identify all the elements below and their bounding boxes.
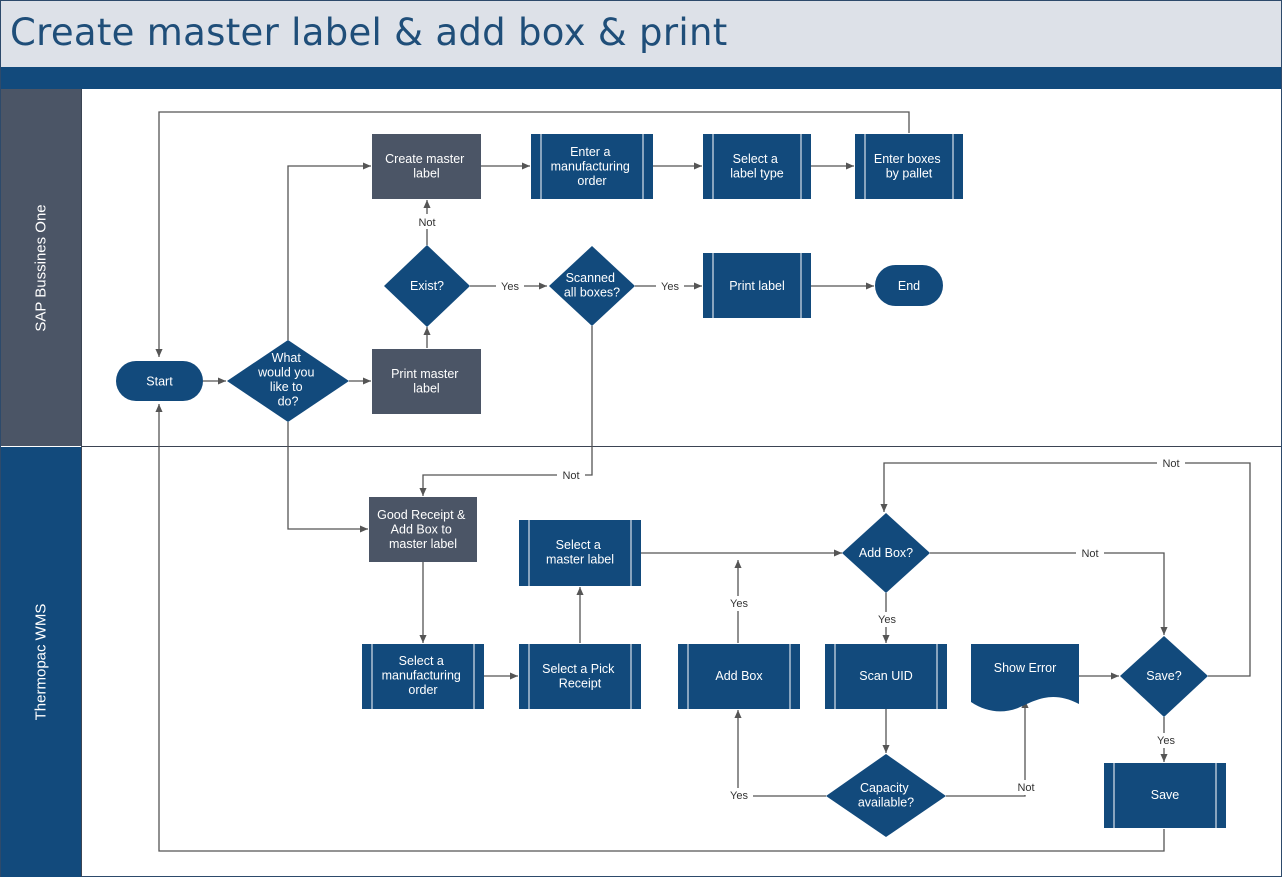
svg-text:What would you lik: What would you like to do? — [257, 351, 318, 409]
edge-capacity-addbox — [734, 710, 826, 797]
node-scanned-all-boxes-decision: Scanned all boxes? — [549, 246, 635, 326]
node-capacity-decision: Capacity available? — [826, 754, 946, 837]
svg-text:Select a label type: Select a label type — [730, 152, 784, 181]
lane-header-wms: Thermopac WMS — [1, 447, 81, 877]
edge-capacity-showerror — [946, 700, 1029, 797]
node-select-manufacturing-order: Select a manufacturing order — [362, 644, 484, 709]
svg-text:Print label: Print label — [729, 279, 785, 293]
edge-whatdo-goodreceipt — [287, 422, 368, 533]
edge-labels: Not Yes Yes Not Not Not Yes Yes Yes Yes … — [413, 214, 1185, 803]
node-enter-boxes-by-pallet: Enter boxes by pallet — [855, 134, 963, 199]
lane-divider — [81, 446, 1281, 447]
node-scan-uid: Scan UID — [825, 644, 947, 709]
svg-text:Enter a manufacturing: Enter a manufacturing order — [551, 145, 634, 188]
svg-text:Select a Pick Receipt: Select a Pick Receipt — [542, 662, 618, 691]
edge-label-yes-select-master: Yes — [730, 598, 748, 610]
node-good-receipt-add-box: Good Receipt & Add Box to master label — [369, 497, 477, 562]
lane-border — [81, 89, 82, 877]
node-enter-manufacturing-order: Enter a manufacturing order — [531, 134, 653, 199]
node-select-pick-receipt: Select a Pick Receipt — [519, 644, 641, 709]
node-add-box-decision: Add Box? — [842, 513, 930, 593]
node-add-box: Add Box — [678, 644, 800, 709]
edge-label-not-add-box: Not — [1081, 548, 1098, 560]
title-bar: Create master label & add box & print — [1, 1, 1281, 67]
svg-text:Show Error: Show Error — [994, 661, 1057, 675]
edge-saveq-addboxq — [880, 462, 1251, 677]
edge-label-not-scanned: Not — [562, 470, 579, 482]
edge-label-yes-capacity: Yes — [730, 790, 748, 802]
node-print-master-label: Print master label — [372, 349, 481, 414]
svg-text:Capacity available?: Capacity available? — [858, 781, 914, 810]
node-exist-decision: Exist? — [384, 245, 470, 327]
node-what-would-you-like-to-do: What would you like to do? — [227, 340, 349, 422]
svg-text:Exist?: Exist? — [410, 279, 444, 293]
edge-scanned-goodreceipt — [419, 326, 593, 496]
svg-text:Add Box?: Add Box? — [859, 546, 913, 560]
node-save-decision: Save? — [1120, 636, 1208, 717]
svg-text:Select a manufacturing: Select a manufacturing order — [382, 654, 465, 697]
edge-label-yes-save: Yes — [1157, 735, 1175, 747]
svg-text:Save?: Save? — [1146, 669, 1181, 683]
edge-label-yes-exist: Yes — [501, 281, 519, 293]
svg-text:Save: Save — [1151, 788, 1180, 802]
title-strip — [1, 67, 1281, 89]
edge-label-not-exist: Not — [418, 217, 435, 229]
edge-enterboxes-start — [155, 111, 910, 357]
svg-text:Print master label: Print master label — [391, 367, 462, 396]
svg-text:Scanned all boxes?: Scanned all boxes? — [564, 271, 620, 300]
edge-label-not-capacity: Not — [1017, 782, 1034, 794]
node-print-label: Print label — [703, 253, 811, 318]
svg-text:End: End — [898, 279, 920, 293]
svg-text:Enter boxes by pallet: Enter boxes by pallet — [874, 152, 944, 181]
svg-text:Scan UID: Scan UID — [859, 669, 913, 683]
edge-label-yes-add-box: Yes — [878, 614, 896, 626]
edge-addboxq-saveq — [930, 552, 1168, 635]
lane-header-sap: SAP Bussines One — [1, 89, 81, 446]
edge-save-start — [155, 404, 1165, 852]
edge-label-yes-scanned: Yes — [661, 281, 679, 293]
node-create-master-label: Create master label — [372, 134, 481, 199]
svg-text:Create master label: Create master label — [385, 152, 468, 181]
node-start: Start — [116, 361, 203, 401]
edge-whatdo-createmaster — [287, 162, 371, 340]
page-title: Create master label & add box & print — [10, 11, 728, 54]
node-end: End — [875, 265, 943, 306]
node-show-error: Show Error — [971, 644, 1079, 712]
svg-text:Start: Start — [146, 375, 173, 389]
svg-text:Select a master label: Select a master label — [546, 538, 614, 567]
edge-label-not-save-loop: Not — [1162, 458, 1179, 470]
svg-text:Add Box: Add Box — [715, 669, 763, 683]
svg-text:Good Receipt & Add Box t: Good Receipt & Add Box to master label — [377, 508, 469, 551]
connectors — [155, 111, 1251, 852]
node-save: Save — [1104, 763, 1226, 828]
node-select-master-label: Select a master label — [519, 520, 641, 586]
node-select-label-type: Select a label type — [703, 134, 811, 199]
